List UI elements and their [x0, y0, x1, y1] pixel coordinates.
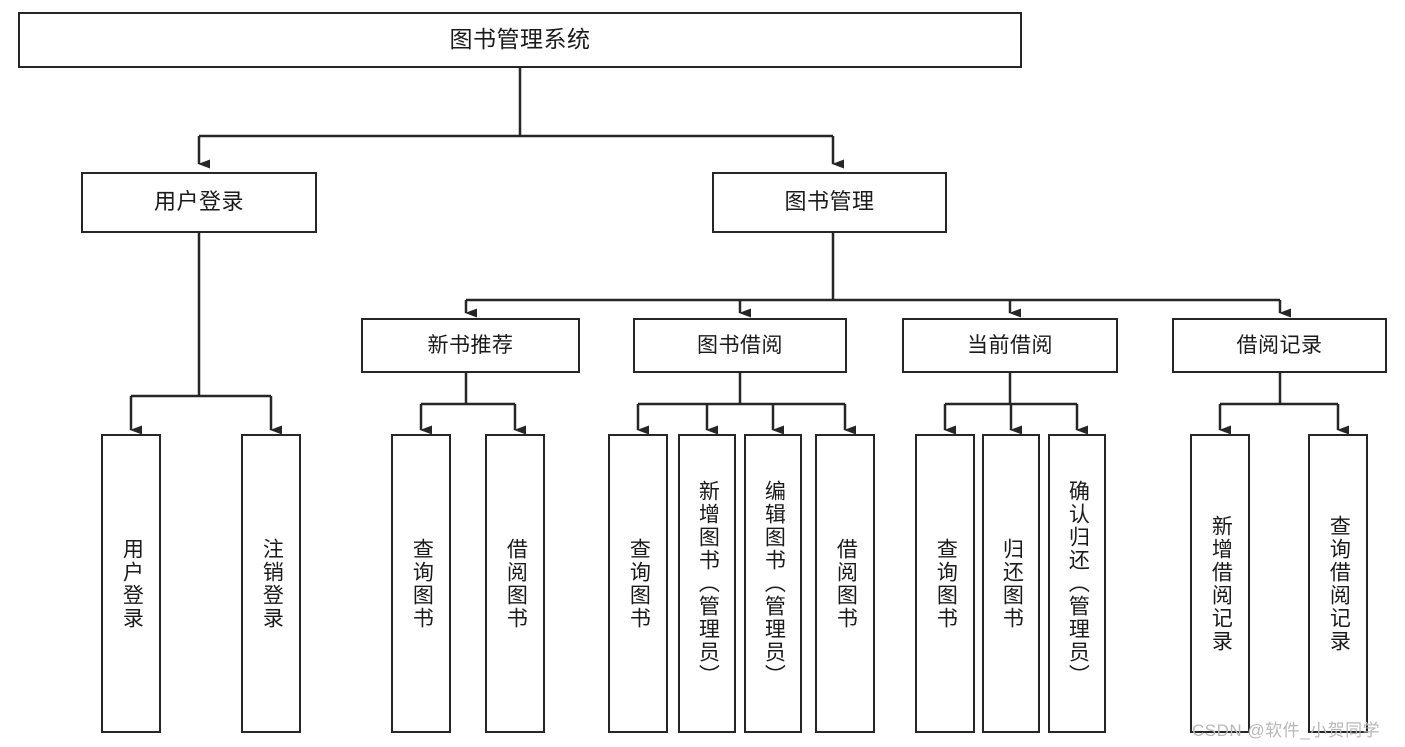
node-new-book-recommend[interactable]: 新书推荐 — [361, 318, 580, 373]
leaf-add-book-label: 新增图书（管理员） — [696, 480, 720, 687]
leaf-user-login-label: 用户登录 — [120, 537, 144, 630]
node-root[interactable]: 图书管理系统 — [18, 12, 1022, 68]
node-borrow-record[interactable]: 借阅记录 — [1172, 318, 1387, 373]
leaf-borrow-book-2-label: 借阅图书 — [834, 537, 858, 630]
leaf-query-book-3-label: 查询图书 — [934, 537, 958, 630]
watermark: CSDN @软件_小贺同学 — [1192, 721, 1381, 740]
leaf-return-book-label: 归还图书 — [1000, 537, 1024, 630]
leaf-query-book-1[interactable]: 查询图书 — [391, 434, 451, 733]
leaf-add-record-label: 新增借阅记录 — [1209, 514, 1233, 653]
node-borrow-record-label: 借阅记录 — [1236, 333, 1323, 357]
node-user-login-label: 用户登录 — [153, 189, 244, 215]
leaf-user-login[interactable]: 用户登录 — [101, 434, 161, 733]
node-book-management-label: 图书管理 — [784, 189, 875, 215]
leaf-query-book-2[interactable]: 查询图书 — [608, 434, 668, 733]
leaf-borrow-book-2[interactable]: 借阅图书 — [815, 434, 875, 733]
node-user-login[interactable]: 用户登录 — [81, 172, 317, 233]
node-root-label: 图书管理系统 — [449, 26, 591, 53]
leaf-query-book-3[interactable]: 查询图书 — [915, 434, 975, 733]
leaf-query-record-label: 查询借阅记录 — [1327, 514, 1351, 653]
leaf-query-book-2-label: 查询图书 — [627, 537, 651, 630]
leaf-return-book[interactable]: 归还图书 — [982, 434, 1040, 733]
node-new-book-recommend-label: 新书推荐 — [427, 333, 514, 357]
node-current-borrow[interactable]: 当前借阅 — [902, 318, 1118, 373]
node-book-borrow-label: 图书借阅 — [697, 333, 783, 357]
node-current-borrow-label: 当前借阅 — [967, 333, 1053, 357]
node-book-borrow[interactable]: 图书借阅 — [633, 318, 847, 373]
leaf-logout-login-label: 注销登录 — [260, 537, 284, 630]
leaf-confirm-return-label: 确认归还（管理员） — [1066, 480, 1090, 687]
leaf-add-book[interactable]: 新增图书（管理员） — [678, 434, 736, 733]
leaf-borrow-book-1[interactable]: 借阅图书 — [485, 434, 545, 733]
leaf-query-book-1-label: 查询图书 — [410, 537, 434, 630]
leaf-add-record[interactable]: 新增借阅记录 — [1190, 434, 1250, 733]
leaf-borrow-book-1-label: 借阅图书 — [504, 537, 528, 630]
leaf-query-record[interactable]: 查询借阅记录 — [1308, 434, 1368, 733]
leaf-confirm-return[interactable]: 确认归还（管理员） — [1048, 434, 1106, 733]
leaf-logout-login[interactable]: 注销登录 — [241, 434, 301, 733]
node-book-management[interactable]: 图书管理 — [712, 172, 947, 233]
leaf-edit-book-label: 编辑图书（管理员） — [762, 480, 786, 687]
leaf-edit-book[interactable]: 编辑图书（管理员） — [744, 434, 802, 733]
